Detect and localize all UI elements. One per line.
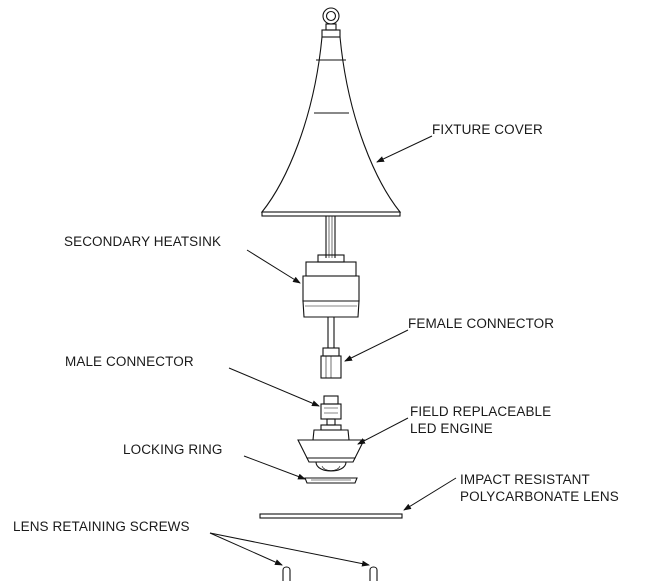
leader-secondary-heatsink: [246, 249, 301, 284]
leader-female-connector: [344, 329, 409, 362]
label-impact-resistant-lens: IMPACT RESISTANT POLYCARBONATE LENS: [460, 472, 619, 504]
secondary-heatsink-part: [302, 254, 360, 348]
retaining-screws-part: [282, 566, 378, 581]
locking-ring-part: [304, 477, 358, 484]
female-connector-part: [320, 347, 342, 379]
label-male-connector: MALE CONNECTOR: [65, 354, 194, 369]
leader-locking-ring: [243, 455, 306, 480]
leader-screw-right: [209, 532, 370, 567]
label-lens-retaining-screws: LENS RETAINING SCREWS: [13, 519, 190, 534]
lens-part: [259, 513, 403, 519]
label-fixture-cover: FIXTURE COVER: [432, 122, 543, 137]
leader-male-connector: [228, 367, 320, 407]
hanging-eye-ring: [321, 7, 341, 38]
label-field-replaceable-led-engine: FIELD REPLACEABLE LED ENGINE: [410, 404, 552, 436]
label-locking-ring: LOCKING RING: [123, 442, 223, 457]
leader-fixture-cover: [376, 135, 433, 163]
leader-lens: [403, 477, 457, 511]
label-secondary-heatsink: SECONDARY HEATSINK: [64, 234, 222, 249]
leader-led-engine: [357, 417, 409, 445]
male-connector-part: [320, 395, 342, 426]
leader-screw-left: [209, 532, 283, 566]
led-engine-part: [297, 424, 365, 472]
label-female-connector: FEMALE CONNECTOR: [408, 316, 555, 331]
fixture-cover-part: [260, 36, 402, 258]
